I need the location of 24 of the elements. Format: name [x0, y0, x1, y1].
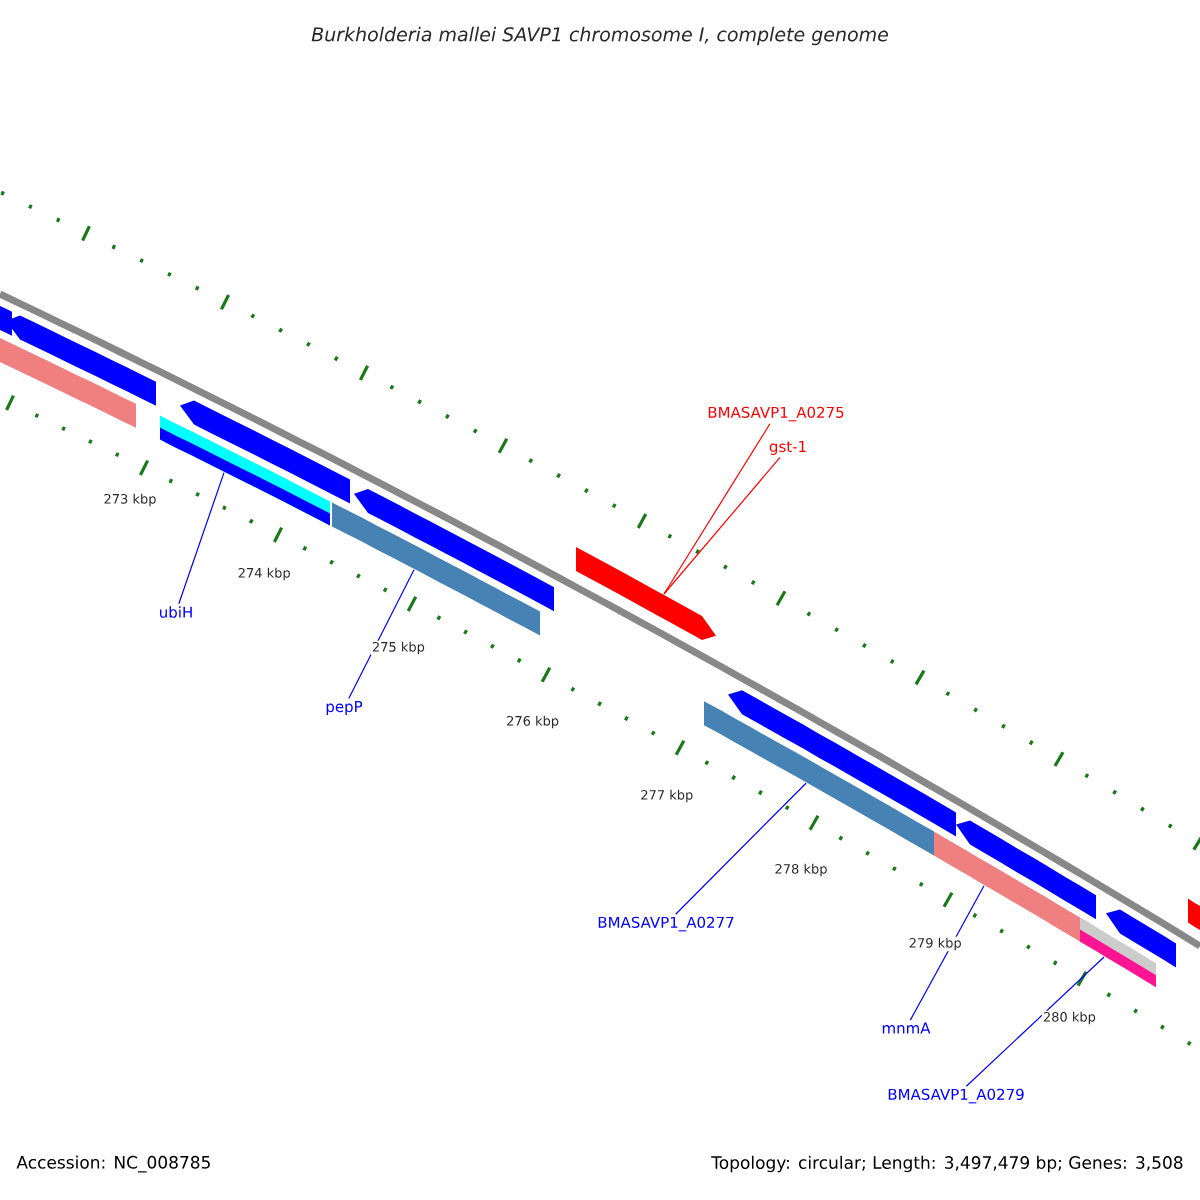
- leader-line: [663, 456, 781, 595]
- leader-line: [675, 782, 807, 915]
- leader-line: [348, 569, 415, 700]
- leader-line: [178, 472, 225, 605]
- gene-bar: [576, 547, 716, 640]
- gene-bar: [0, 338, 136, 428]
- gene-bar: [1080, 917, 1156, 988]
- gene-bar: [1106, 909, 1176, 968]
- gene-bar: [354, 489, 554, 612]
- gene-bar: [180, 400, 350, 504]
- leader-line: [909, 885, 985, 1021]
- gene-bar: [1188, 898, 1200, 930]
- gene-bar: [332, 502, 540, 636]
- leader-line: [663, 423, 771, 595]
- gene-bar: [6, 315, 156, 406]
- footer-text: Topology: circular; Length: 3,497,479 bp; Genes: 3,508: [711, 1155, 1183, 1173]
- gene-bar: [956, 820, 1096, 920]
- gene-bar: [934, 831, 1090, 948]
- leader-line: [965, 956, 1105, 1087]
- gene-bar: [160, 415, 330, 526]
- footer-text: Accession: NC_008785: [16, 1155, 210, 1173]
- gene-bar: [728, 690, 956, 837]
- title: Burkholderia mallei SAVP1 chromosome I, complete genome: [311, 26, 889, 46]
- gene-bar: [704, 701, 934, 856]
